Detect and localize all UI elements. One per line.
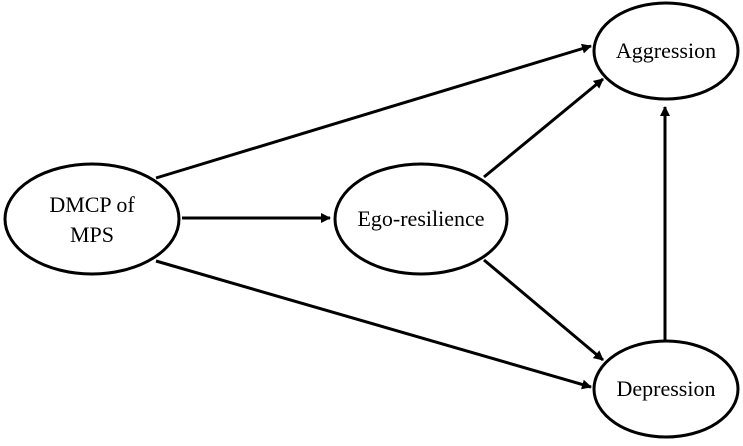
node-dmcp-label-line2: MPS xyxy=(70,222,114,247)
node-aggression: Aggression xyxy=(592,1,740,101)
edge-dmcp-to-depression xyxy=(155,259,592,390)
node-dmcp-of-mps: DMCP of MPS xyxy=(3,162,181,276)
node-aggression-label: Aggression xyxy=(616,38,716,63)
node-dmcp-label-line1: DMCP of xyxy=(49,192,135,217)
node-depression: Depression xyxy=(592,339,740,439)
edge-ego-resilience-to-aggression xyxy=(483,77,604,179)
node-ego-resilience-label: Ego-resilience xyxy=(357,206,484,231)
node-ego-resilience: Ego-resilience xyxy=(333,162,509,276)
edge-ego-resilience-to-depression xyxy=(483,258,604,362)
node-depression-label: Depression xyxy=(617,376,716,401)
edge-dmcp-to-aggression xyxy=(155,43,592,180)
